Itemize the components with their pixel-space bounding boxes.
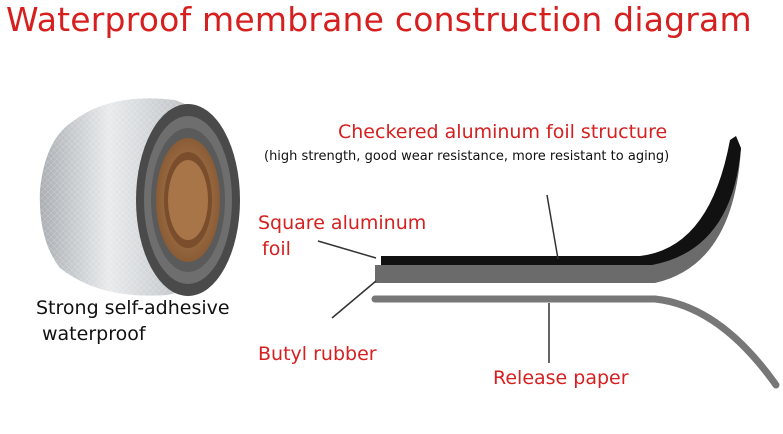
checkered-foil-description: (high strength, good wear resistance, mo…	[264, 149, 670, 164]
leader-line-checkered	[546, 194, 559, 260]
page-title: Waterproof membrane construction diagram	[6, 0, 752, 39]
leader-line-square-foil	[317, 240, 377, 259]
butyl-rubber-layer	[375, 148, 741, 283]
release-paper-layer	[371, 295, 780, 389]
checkered-foil-label: Checkered aluminum foil structure	[338, 121, 668, 143]
roll-caption-line1: Strong self-adhesive	[36, 297, 230, 319]
butyl-rubber-label: Butyl rubber	[258, 343, 377, 365]
tape-roll-icon	[39, 98, 240, 296]
release-paper-label: Release paper	[493, 367, 629, 389]
square-foil-label-line1: Square aluminum	[258, 212, 427, 234]
square-foil-label-line2: foil	[262, 238, 291, 260]
roll-caption-line2: waterproof	[42, 323, 146, 345]
leader-line-butyl	[331, 280, 377, 319]
